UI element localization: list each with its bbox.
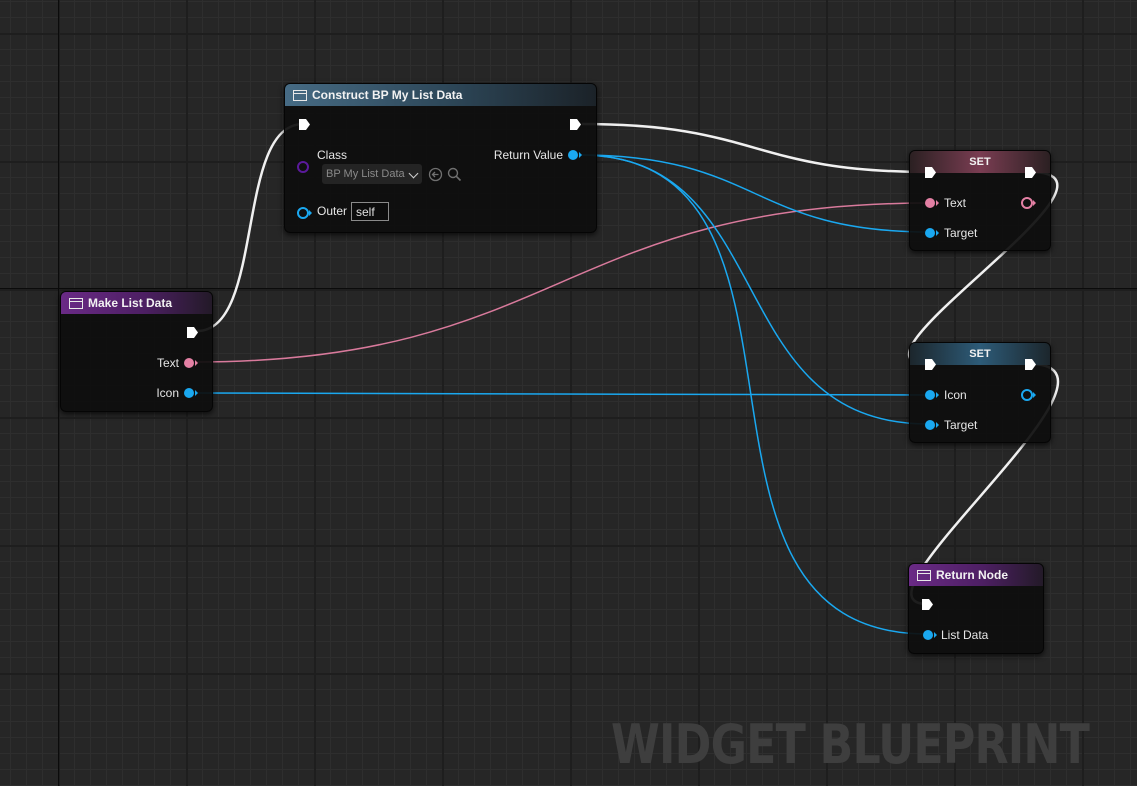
chevron-down-icon	[408, 168, 419, 179]
set-icon-node[interactable]: SET Icon Target	[909, 342, 1051, 443]
return-value-pin-arrow-icon	[579, 152, 582, 158]
exec-out-pin-icon[interactable]	[186, 326, 199, 339]
set-text-node[interactable]: SET Text Target	[909, 150, 1051, 251]
set-text-node-header[interactable]: SET	[910, 151, 1050, 173]
outer-label: Outer	[317, 204, 348, 218]
exec-in-pin-icon[interactable]	[924, 166, 937, 179]
icon-output-pin-icon[interactable]	[184, 388, 194, 398]
class-pin-icon[interactable]	[297, 161, 309, 173]
target-pin-icon[interactable]	[925, 228, 935, 238]
target-pin-arrow-icon	[936, 230, 939, 236]
return-node-title: Return Node	[936, 568, 1008, 582]
icon-output-label: Icon	[156, 386, 179, 400]
return-value-label: Return Value	[493, 148, 563, 162]
function-node-icon	[917, 569, 931, 581]
make-list-data-node-title: Make List Data	[88, 296, 173, 310]
widget-blueprint-watermark: WIDGET BLUEPRINT	[611, 713, 1090, 776]
class-dropdown[interactable]: BP My List Data	[322, 164, 422, 184]
object-wire-return-to-set-text-target	[579, 154, 931, 233]
function-node-icon	[69, 297, 83, 309]
text-output-pin-arrow-icon	[195, 360, 198, 366]
return-value-pin-icon[interactable]	[568, 150, 578, 160]
exec-in-pin-icon[interactable]	[924, 358, 937, 371]
set-text-node-title: SET	[969, 156, 991, 168]
search-icon[interactable]	[447, 167, 462, 182]
target-pin-icon[interactable]	[925, 420, 935, 430]
object-wire-return-to-set-icon-target	[579, 154, 929, 425]
icon-output-pin-arrow-icon	[195, 390, 198, 396]
text-output-pin-arrow-icon	[1033, 200, 1036, 206]
list-data-pin-arrow-icon	[934, 632, 937, 638]
function-node-icon	[293, 89, 307, 101]
make-list-data-node[interactable]: Make List Data Text Icon	[60, 291, 213, 412]
construct-node-header[interactable]: Construct BP My List Data	[285, 84, 596, 106]
class-dropdown-value: BP My List Data	[326, 168, 405, 180]
exec-in-pin-icon[interactable]	[298, 118, 311, 131]
make-list-data-node-header[interactable]: Make List Data	[61, 292, 212, 314]
target-label: Target	[944, 226, 978, 240]
text-input-pin-arrow-icon	[936, 200, 939, 206]
text-input-pin-icon[interactable]	[925, 198, 935, 208]
return-node-header[interactable]: Return Node	[909, 564, 1043, 586]
icon-input-pin-icon[interactable]	[925, 390, 935, 400]
text-input-label: Text	[944, 196, 967, 210]
text-output-pin-icon[interactable]	[1021, 197, 1033, 209]
icon-output-pin-icon[interactable]	[1021, 389, 1033, 401]
object-wire-return-to-return-node	[579, 154, 928, 635]
icon-input-pin-arrow-icon	[936, 392, 939, 398]
set-icon-node-title: SET	[969, 348, 991, 360]
exec-out-pin-icon[interactable]	[1024, 166, 1037, 179]
exec-out-pin-icon[interactable]	[569, 118, 582, 131]
icon-wire-make-to-set-icon	[194, 392, 929, 396]
construct-node[interactable]: Construct BP My List Data Class BP My Li…	[284, 83, 597, 233]
graph-origin-vertical-axis	[58, 0, 59, 786]
graph-origin-horizontal-axis	[0, 288, 1137, 289]
outer-pin-icon[interactable]	[297, 207, 309, 219]
target-pin-arrow-icon	[936, 422, 939, 428]
outer-pin-arrow-icon	[309, 210, 312, 216]
exec-out-pin-icon[interactable]	[1024, 358, 1037, 371]
exec-wire-construct-to-set-text	[581, 122, 931, 174]
exec-in-pin-icon[interactable]	[921, 598, 934, 611]
outer-field[interactable]	[351, 202, 389, 221]
text-output-label: Text	[156, 356, 179, 370]
icon-output-pin-arrow-icon	[1033, 392, 1036, 398]
text-output-pin-icon[interactable]	[184, 358, 194, 368]
list-data-label: List Data	[941, 628, 989, 642]
target-label: Target	[944, 418, 978, 432]
return-node[interactable]: Return Node List Data	[908, 563, 1044, 654]
icon-input-label: Icon	[944, 388, 967, 402]
construct-node-title: Construct BP My List Data	[312, 88, 463, 102]
browse-arrow-icon[interactable]	[428, 167, 443, 182]
list-data-pin-icon[interactable]	[923, 630, 933, 640]
class-label: Class	[317, 148, 348, 162]
